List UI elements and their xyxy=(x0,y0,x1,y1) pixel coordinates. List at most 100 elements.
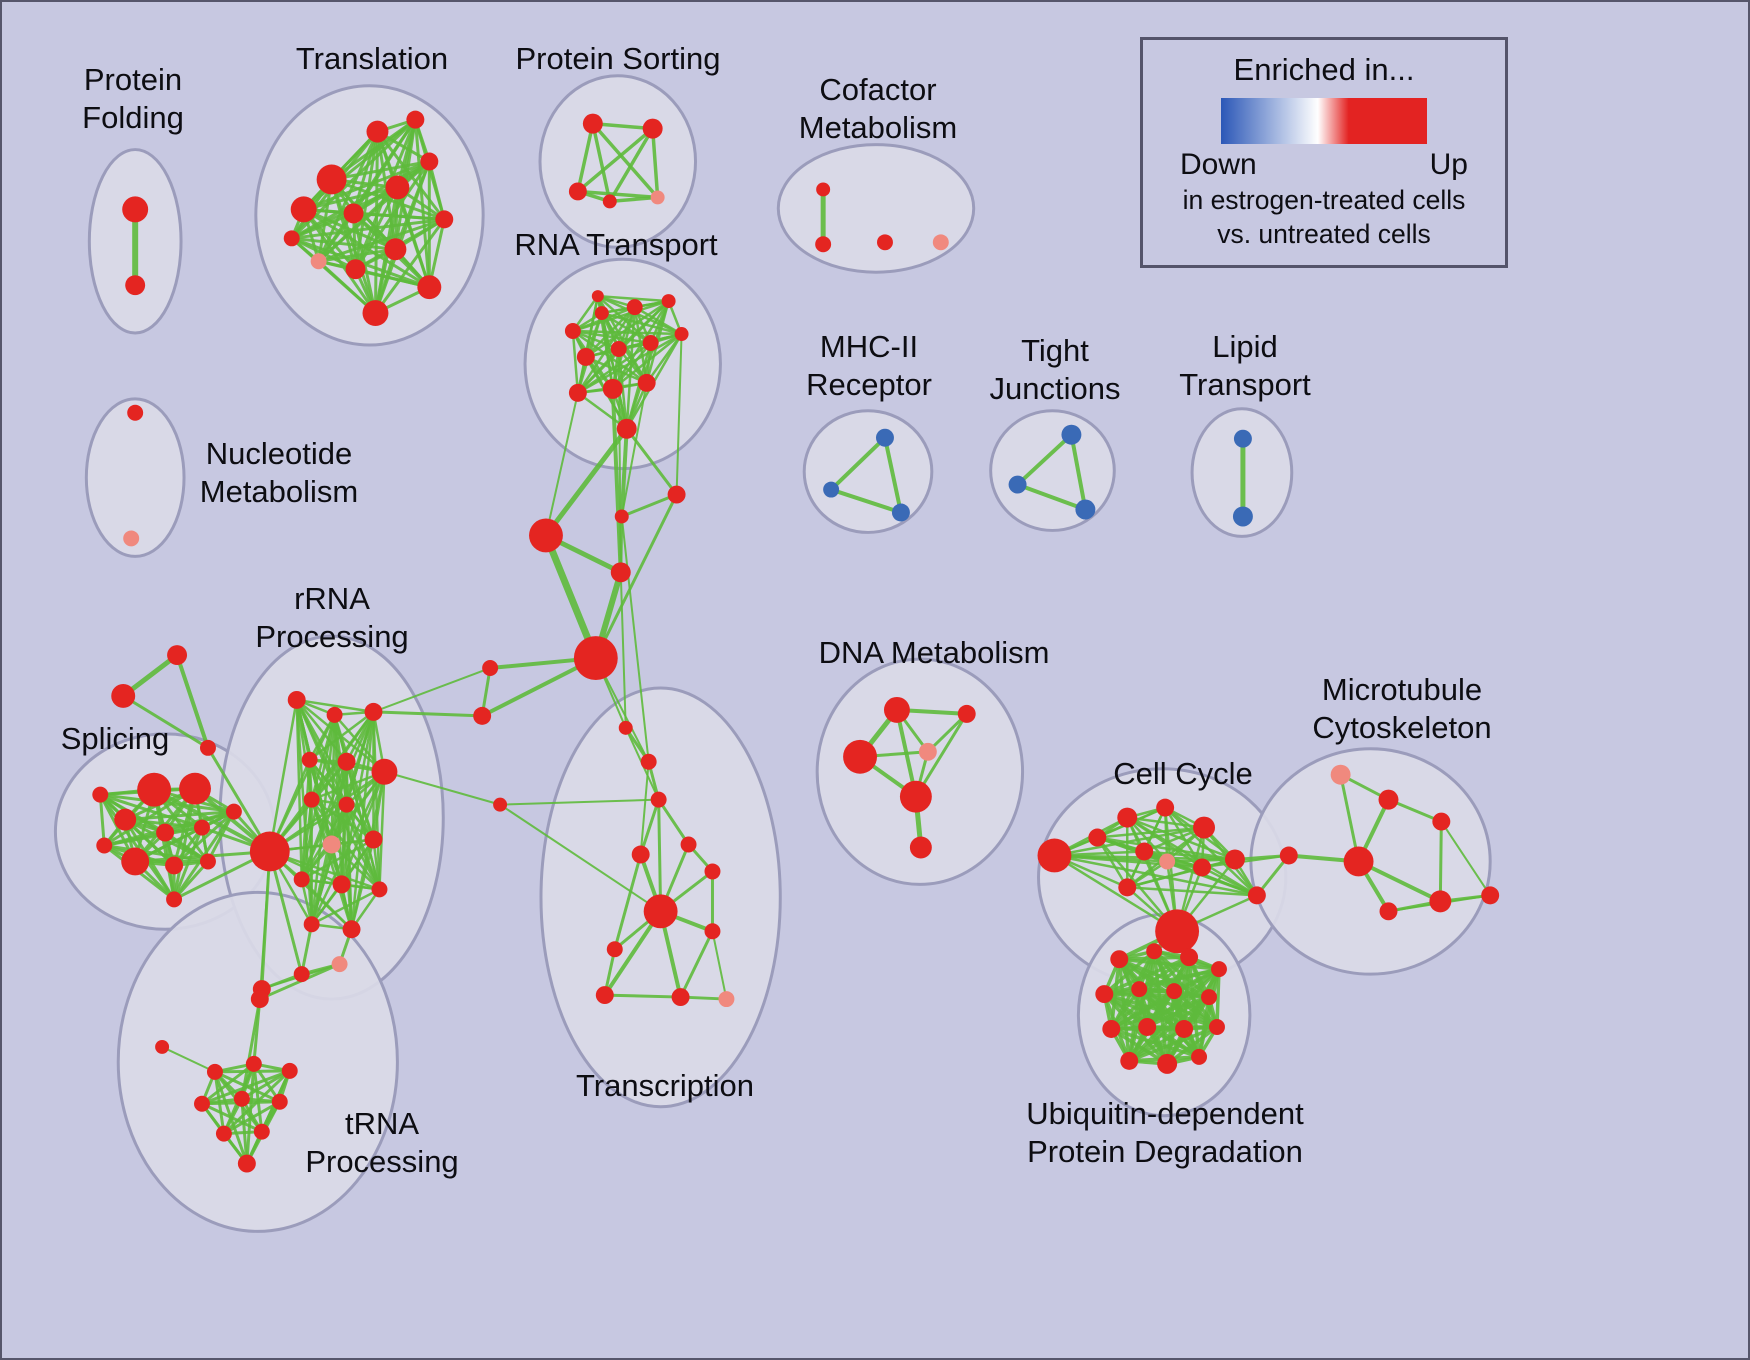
node-5 xyxy=(366,120,389,143)
edge-60-62 xyxy=(98,793,176,901)
node-73 xyxy=(364,830,383,849)
edge-41-42 xyxy=(620,493,679,518)
node-104 xyxy=(718,991,735,1008)
node-135 xyxy=(1095,985,1114,1004)
node-52 xyxy=(179,772,211,805)
node-41 xyxy=(614,509,629,524)
edge-72-76 xyxy=(330,843,381,891)
edge-83-88 xyxy=(240,997,262,1101)
edge-16-17 xyxy=(290,236,377,315)
node-137 xyxy=(1166,983,1183,1000)
node-72 xyxy=(322,835,341,854)
node-150 xyxy=(1008,475,1027,494)
edge-70-74 xyxy=(300,798,313,881)
node-74 xyxy=(293,871,310,888)
node-28 xyxy=(594,306,609,321)
node-34 xyxy=(674,327,689,341)
edge-95-99 xyxy=(657,798,663,913)
edge-114-121 xyxy=(1096,826,1206,839)
edge-142-143 xyxy=(1127,1025,1219,1063)
edge-38-40 xyxy=(543,426,630,538)
node-21 xyxy=(602,194,617,209)
edge-63-64 xyxy=(268,698,298,853)
node-128 xyxy=(1429,890,1452,913)
edge-133-135 xyxy=(1102,955,1191,996)
edge-100-103 xyxy=(679,929,714,999)
edge-136-143 xyxy=(1127,987,1141,1063)
edge-29-31 xyxy=(584,305,636,359)
edge-117-122 xyxy=(1200,866,1259,897)
node-144 xyxy=(1157,1053,1178,1074)
legend-title: Enriched in... xyxy=(1233,52,1415,87)
legend-caption-line1: in estrogen-treated cells xyxy=(1182,185,1466,215)
edge-14-17 xyxy=(290,236,397,251)
edge-63-83 xyxy=(258,850,271,1001)
node-46 xyxy=(473,706,492,725)
node-120 xyxy=(1155,909,1200,954)
edge-94-96 xyxy=(639,760,650,856)
edge-100-104 xyxy=(711,930,728,1001)
node-110 xyxy=(909,836,932,859)
legend-caption-line2: vs. untreated cells xyxy=(1217,219,1431,249)
node-153 xyxy=(1232,506,1253,527)
node-4 xyxy=(316,164,347,195)
edge-82-84 xyxy=(161,1045,216,1073)
node-39 xyxy=(591,290,604,303)
node-129 xyxy=(1379,902,1398,921)
node-106 xyxy=(957,704,976,723)
edge-140-145 xyxy=(1145,1025,1201,1059)
edge-10-11 xyxy=(427,160,446,221)
node-88 xyxy=(233,1090,250,1107)
node-43 xyxy=(610,562,631,583)
node-126 xyxy=(1279,846,1298,865)
edge-18-19 xyxy=(591,121,655,131)
edge-113-122 xyxy=(1163,806,1259,897)
edge-30-39 xyxy=(596,294,670,303)
node-36 xyxy=(602,378,623,399)
edge-96-101 xyxy=(613,852,643,951)
edge-71-75 xyxy=(340,803,348,886)
node-0 xyxy=(122,196,149,223)
node-132 xyxy=(1146,943,1163,960)
edge-30-31 xyxy=(584,299,670,359)
edge-36-43 xyxy=(610,386,623,575)
edge-34-36 xyxy=(611,332,683,391)
edge-38-42 xyxy=(625,427,679,497)
node-33 xyxy=(642,335,659,351)
edge-34-42 xyxy=(675,333,683,496)
node-56 xyxy=(121,847,150,876)
node-97 xyxy=(680,836,697,853)
edge-41-94 xyxy=(620,515,650,763)
edge-7-10 xyxy=(302,160,431,211)
node-48 xyxy=(167,645,188,666)
node-37 xyxy=(637,373,656,392)
node-94 xyxy=(640,753,657,770)
edge-60-61 xyxy=(98,793,106,848)
edge-146-148 xyxy=(882,435,903,515)
edge-119-122 xyxy=(1126,886,1259,897)
edge-10-13 xyxy=(354,160,431,271)
node-50 xyxy=(199,739,216,756)
node-140 xyxy=(1138,1018,1157,1036)
node-87 xyxy=(194,1095,210,1112)
node-105 xyxy=(883,696,910,723)
node-18 xyxy=(582,113,603,134)
node-141 xyxy=(1175,1019,1194,1038)
node-96 xyxy=(631,845,650,864)
node-61 xyxy=(96,837,113,854)
node-62 xyxy=(166,891,183,908)
node-68 xyxy=(337,752,356,771)
node-119 xyxy=(1118,878,1137,897)
edge-118-119 xyxy=(1126,858,1237,889)
edge-27-32 xyxy=(571,329,621,351)
node-99 xyxy=(643,894,678,929)
edge-72-77 xyxy=(310,843,333,926)
edge-63-80 xyxy=(268,849,304,976)
node-114 xyxy=(1193,816,1215,839)
node-102 xyxy=(595,986,614,1005)
node-45 xyxy=(482,660,499,677)
node-40 xyxy=(529,518,563,553)
node-124 xyxy=(1378,789,1399,810)
edge-121-122 xyxy=(1096,836,1259,897)
node-143 xyxy=(1120,1051,1139,1070)
